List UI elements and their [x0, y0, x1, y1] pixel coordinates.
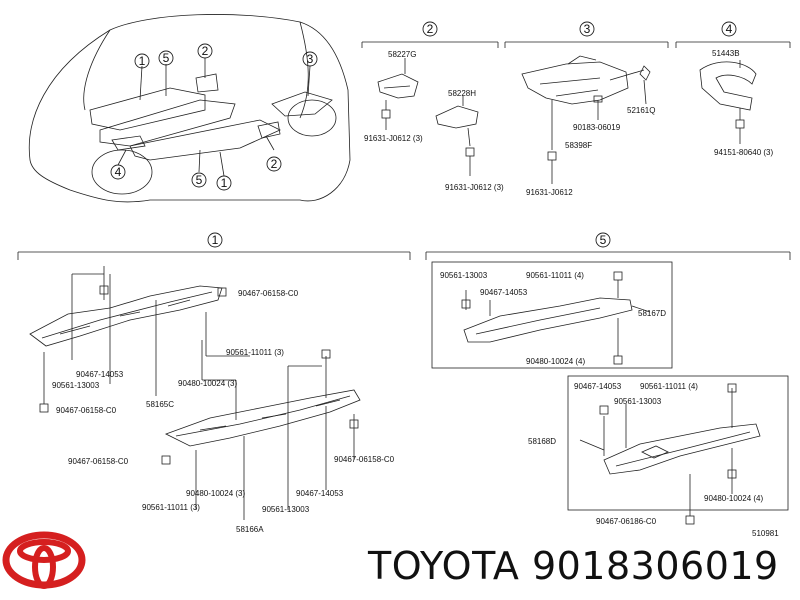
part-number: 9018306019 — [531, 544, 779, 588]
overview-label-5a: 5 — [163, 51, 170, 65]
group-5-frame — [425, 251, 791, 511]
part-label: 90467-06158-C0 — [56, 406, 117, 415]
part-label: 90183-06019 — [573, 123, 621, 132]
part-label: 90561-11011 (4) — [526, 271, 584, 280]
part-label: 91631-J0612 (3) — [364, 134, 423, 143]
part-label: 90467-14053 — [574, 382, 622, 391]
part-label: 90561-11011 (4) — [640, 382, 698, 391]
overview-label-1b: 1 — [221, 176, 228, 190]
part-label: 90467-06158-C0 — [68, 457, 129, 466]
part-label: 90467-14053 — [480, 288, 528, 297]
part-label: 90467-06158-C0 — [334, 455, 395, 464]
group-3-index: 3 — [584, 22, 591, 36]
group-5-index: 5 — [600, 233, 607, 247]
part-label: 58227G — [388, 50, 416, 59]
assembly-ref-58166A: 58166A — [236, 525, 264, 534]
part-label: 90561-13003 — [614, 397, 662, 406]
part-label: 90480-10024 (3) — [178, 379, 237, 388]
overview-label-5b: 5 — [196, 173, 203, 187]
under-cover-58168D-drawing — [579, 383, 761, 525]
part-label: 90480-10024 (4) — [704, 494, 763, 503]
group-4-index: 4 — [726, 22, 733, 36]
part-label: 91631-J0612 (3) — [445, 183, 504, 192]
part-label: 90480-10024 (4) — [526, 357, 585, 366]
overview-label-2b: 2 — [271, 157, 278, 171]
overview-label-4: 4 — [115, 165, 122, 179]
part-label: 90561-13003 — [262, 505, 310, 514]
group-1-frame — [17, 251, 411, 260]
part-label: 91631-J0612 — [526, 188, 573, 197]
under-cover-58166A-drawing — [161, 349, 361, 520]
mudguard-51443B-drawing — [699, 60, 757, 144]
part-label: 58228H — [448, 89, 476, 98]
group-2-index: 2 — [427, 22, 434, 36]
overview-label-1a: 1 — [139, 54, 146, 68]
bracket-58227G-drawing — [377, 58, 419, 130]
assembly-ref-58168D: 58168D — [528, 437, 556, 446]
group-4-frame — [675, 41, 791, 48]
part-label: 90467-06158-C0 — [238, 289, 299, 298]
part-label: 90467-06186-C0 — [596, 517, 657, 526]
assembly-ref-58167D: 58167D — [638, 309, 666, 318]
figure-code: 510981 — [752, 529, 779, 538]
part-label: 90467-14053 — [76, 370, 124, 379]
group-1-index: 1 — [212, 233, 219, 247]
overview-label-3: 3 — [307, 52, 314, 66]
group-3-frame — [504, 41, 669, 48]
brand-part-caption: TOYOTA 9018306019 — [368, 544, 779, 588]
under-cover-58167D-drawing — [461, 271, 651, 365]
toyota-logo-icon — [2, 531, 86, 589]
under-cover-58165C-drawing — [29, 266, 250, 413]
bracket-58228H-drawing — [435, 96, 479, 176]
part-label: 90480-10024 (3) — [186, 489, 245, 498]
part-label: 90561-13003 — [440, 271, 488, 280]
part-label: 90561-11011 (3) — [226, 348, 284, 357]
part-label: 52161Q — [627, 106, 655, 115]
cover-58398F-drawing — [521, 55, 651, 184]
part-label: 90561-13003 — [52, 381, 100, 390]
part-label: 58398F — [565, 141, 592, 150]
group-2-frame — [361, 41, 499, 48]
part-label: 51443B — [712, 49, 740, 58]
part-label: 90467-14053 — [296, 489, 344, 498]
part-label: 94151-80640 (3) — [714, 148, 773, 157]
assembly-ref-58165C: 58165C — [146, 400, 174, 409]
overview-label-2a: 2 — [202, 44, 209, 58]
part-label: 90561-11011 (3) — [142, 503, 200, 512]
vehicle-overview-illustration — [28, 14, 351, 203]
brand-name: TOYOTA — [368, 544, 520, 588]
